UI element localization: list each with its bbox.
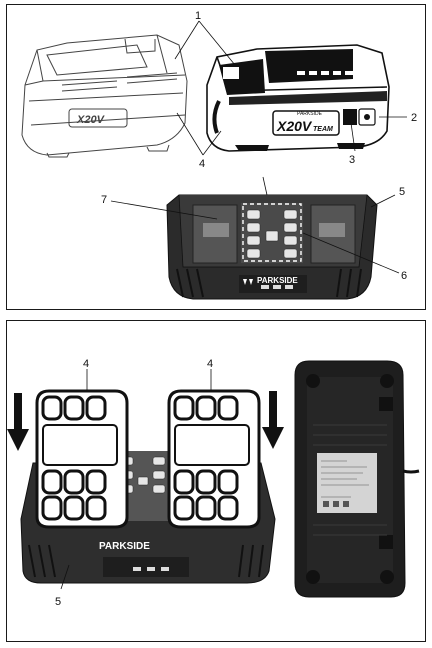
charger-top-drawing	[166, 194, 378, 300]
bottom-figure-panel: PARKSIDE	[6, 320, 426, 642]
bottom-callout-lines	[60, 369, 212, 590]
bottom-figure: PARKSIDE	[7, 358, 420, 608]
charger-brand-label-2: PARKSIDE	[99, 541, 150, 552]
charger-brand-label: PARKSIDE	[257, 276, 298, 285]
callout-2: 2	[411, 112, 417, 124]
solid-battery-logo: X20V	[276, 118, 313, 134]
battery-outline-drawing	[21, 34, 188, 158]
callout-lines	[110, 20, 407, 274]
callout-3: 3	[349, 154, 355, 166]
callout-5-bottom: 5	[55, 596, 61, 608]
callout-6: 6	[401, 270, 407, 282]
solid-battery-logo-upper: PARKSIDE	[297, 111, 323, 117]
charger-underside-drawing	[294, 360, 420, 598]
callout-5: 5	[399, 186, 405, 198]
solid-battery-logo-team: TEAM	[313, 126, 333, 133]
battery-solid-drawing	[206, 44, 390, 152]
outline-battery-logo: X20V	[76, 114, 106, 126]
callout-4: 4	[199, 158, 205, 170]
down-arrow-right-icon	[262, 391, 284, 449]
top-figure-panel: X20V X20V TEAM PARKSIDE	[6, 4, 426, 310]
battery-right-drawing	[167, 389, 261, 529]
down-arrow-left-icon	[7, 393, 29, 451]
top-figure: X20V X20V TEAM PARKSIDE	[21, 10, 417, 300]
callout-4-right: 4	[207, 358, 213, 370]
battery-left-drawing	[35, 389, 129, 529]
callout-7: 7	[101, 194, 107, 206]
callout-4-left: 4	[83, 358, 89, 370]
callout-1: 1	[195, 10, 201, 22]
